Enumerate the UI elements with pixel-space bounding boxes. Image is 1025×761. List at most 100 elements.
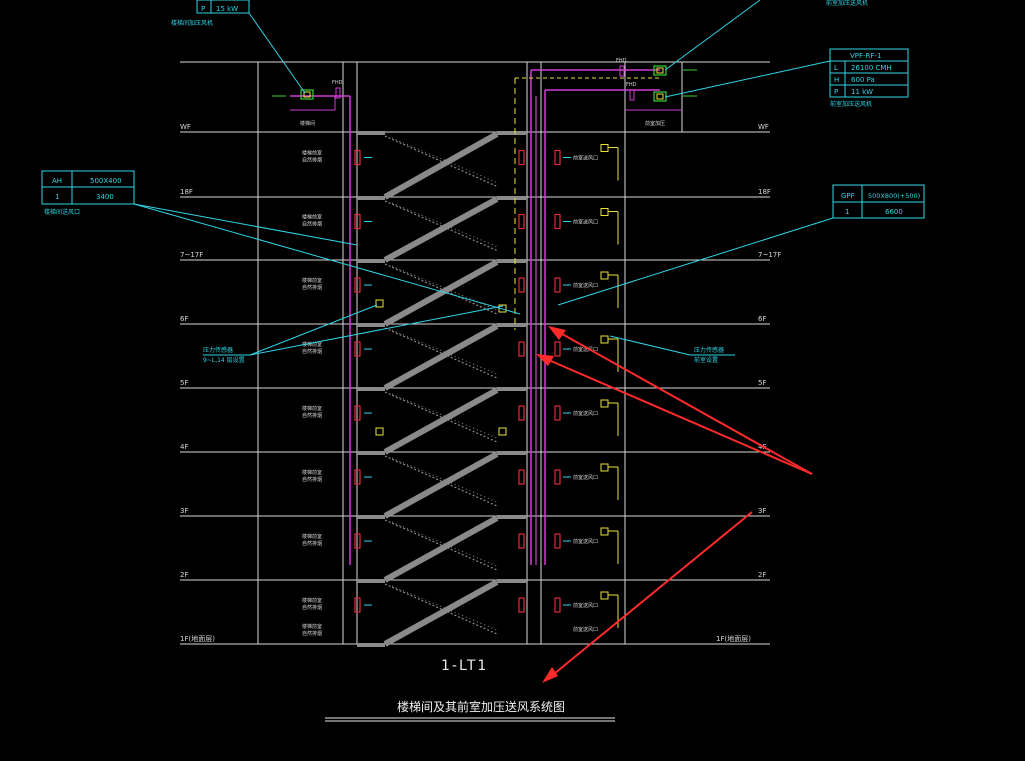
fan-icon bbox=[300, 89, 314, 100]
stair-room-label: 自然排烟 bbox=[302, 630, 322, 637]
fan-icon bbox=[653, 91, 667, 102]
stair-room-label: 自然排烟 bbox=[302, 476, 322, 483]
floor-label: 18F bbox=[758, 188, 771, 196]
floor-label: WF bbox=[758, 123, 769, 131]
table-cell: L bbox=[834, 64, 838, 72]
floor-label: 18F bbox=[180, 188, 193, 196]
pressure-valve-icon bbox=[354, 149, 361, 166]
arrow-head-icon bbox=[548, 326, 566, 340]
pressure-valve-icon bbox=[554, 533, 561, 549]
table-cell: 15 kW bbox=[216, 5, 238, 13]
floor-label: 3F bbox=[180, 507, 188, 515]
pressure-valve-icon bbox=[518, 405, 525, 421]
fan-icon bbox=[653, 65, 667, 76]
stair-room-label: 楼梯前室 bbox=[302, 405, 322, 412]
stair-room-label: 楼梯前室 bbox=[302, 469, 322, 476]
vestibule-label: 前室送风口 bbox=[573, 219, 598, 226]
pressure-valve-icon bbox=[354, 405, 361, 421]
fan-table-top-right: VPF-RF-1 L 26100 CMH H 600 Pa P 11 kW 前室… bbox=[664, 0, 909, 108]
stair-room-label: 楼梯前室 bbox=[302, 341, 322, 348]
pressure-valve-icon bbox=[554, 597, 561, 613]
vestibule-label: 前室送风口 bbox=[573, 626, 598, 633]
arrow-head-icon bbox=[536, 354, 554, 366]
fan-icon bbox=[656, 67, 664, 74]
stair-room-label: 自然排烟 bbox=[302, 221, 322, 228]
stair-flight bbox=[391, 585, 498, 631]
table-cell: GPF bbox=[841, 192, 855, 200]
stair-flight bbox=[384, 455, 498, 507]
pressure-valve-icon bbox=[518, 149, 525, 166]
valve-label: FHD bbox=[332, 80, 343, 86]
drawing-title: 楼梯间及其前室加压送风系统图 bbox=[397, 699, 565, 714]
stair-flight bbox=[384, 200, 498, 252]
pressure-valve-icon bbox=[518, 213, 525, 230]
vestibule-label: 前室送风口 bbox=[573, 602, 598, 609]
sensor-icon bbox=[600, 208, 609, 216]
vestibule-label: 前室送风口 bbox=[573, 282, 598, 289]
stair-flight bbox=[384, 519, 498, 571]
stair-flight bbox=[391, 202, 498, 247]
table-header: VPF-RF-1 bbox=[850, 52, 881, 60]
floor-label: 2F bbox=[758, 571, 766, 579]
pressure-valve-icon bbox=[354, 533, 361, 549]
stair-room-label: 自然排烟 bbox=[302, 540, 322, 547]
stair-flight bbox=[391, 265, 498, 311]
stair-flight bbox=[383, 196, 499, 263]
stair-flight bbox=[383, 259, 499, 327]
stair-room-label: 楼梯前室 bbox=[302, 277, 322, 284]
stair-flight bbox=[391, 521, 498, 567]
pressure-valve-icon bbox=[518, 533, 525, 549]
stair-room-label: 自然排烟 bbox=[302, 348, 322, 355]
vestibule-label: 前室送风口 bbox=[573, 346, 598, 353]
valve-label: FHD bbox=[626, 82, 637, 88]
table-caption: 楼梯间加压风机 bbox=[171, 19, 213, 27]
table-cell: 26100 CMH bbox=[851, 64, 892, 72]
stair-flight bbox=[383, 579, 499, 647]
duct-run bbox=[290, 96, 336, 111]
vestibule-label: 前室送风口 bbox=[573, 410, 598, 417]
floor-lines bbox=[180, 61, 770, 645]
callout-text: 9~L,14 层设置 bbox=[203, 356, 245, 364]
stair-flight bbox=[383, 323, 499, 391]
floor-label: 5F bbox=[180, 379, 188, 387]
table-cell: 6600 bbox=[885, 208, 903, 216]
room-label: 前室加压 bbox=[645, 120, 665, 127]
floor-label: 2F bbox=[180, 571, 188, 579]
vestibule-label: 前室送风口 bbox=[573, 474, 598, 481]
stair-room-label: 楼梯前室 bbox=[302, 150, 322, 157]
stair-room-label: 自然排烟 bbox=[302, 604, 322, 611]
floor-labels: WFWF18F18F7~17F7~17F6F6F5F5F4F4F3F3F2F2F… bbox=[180, 123, 781, 643]
pressure-valve-icon bbox=[354, 597, 361, 613]
floor-label: 3F bbox=[758, 507, 766, 515]
fire-damper-icon bbox=[619, 65, 625, 77]
stair-room-label: 楼梯前室 bbox=[302, 533, 322, 540]
vestibule-label: 前室送风口 bbox=[573, 538, 598, 545]
stair-flight bbox=[391, 393, 498, 439]
stair-room-label: 楼梯前室 bbox=[302, 623, 322, 630]
pressure-valve-icon bbox=[518, 469, 525, 485]
stair-flight bbox=[391, 329, 498, 375]
pressure-valve-icon bbox=[554, 469, 561, 485]
room-label: 楼梯间 bbox=[300, 120, 315, 127]
table-cell: AH bbox=[52, 177, 62, 185]
table-caption: 前室加压送风机 bbox=[830, 100, 872, 108]
stair-flight bbox=[384, 583, 498, 635]
stair-flight bbox=[383, 451, 499, 519]
stair-flight bbox=[384, 263, 498, 315]
sensor-icon bbox=[600, 463, 609, 472]
stair-flight bbox=[384, 135, 498, 188]
outlet-table-left: AH 500X400 1 3400 楼梯间送风口 bbox=[41, 170, 521, 315]
table-cell: 1 bbox=[845, 208, 849, 216]
table-caption: 前室加压送风机 bbox=[826, 0, 868, 7]
pressure-valve-icon bbox=[354, 469, 361, 485]
fan-table-top-left: P 15 kW 楼梯间加压风机 bbox=[171, 0, 306, 94]
stair-flight bbox=[383, 515, 499, 583]
sensor-icon bbox=[600, 527, 609, 536]
sensor-icon bbox=[600, 399, 609, 408]
pressure-valve-icon bbox=[518, 277, 525, 293]
pressure-valve-icon bbox=[518, 597, 525, 613]
table-cell: 1 bbox=[55, 193, 59, 201]
pressure-valve-icon bbox=[554, 277, 561, 293]
table-cell: P bbox=[834, 88, 838, 96]
